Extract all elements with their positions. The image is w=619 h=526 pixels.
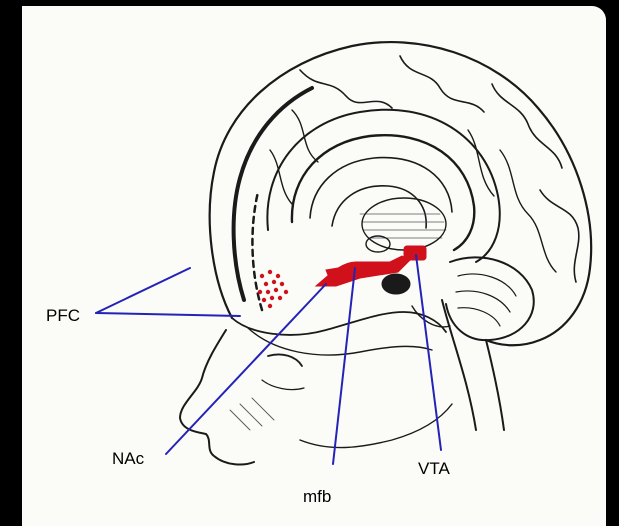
frontal-edge bbox=[234, 88, 312, 300]
mfb-pointer bbox=[333, 268, 355, 464]
nucleus-accumbens-dots bbox=[258, 270, 288, 308]
label-mfb: mfb bbox=[303, 487, 331, 506]
label-pfc: PFC bbox=[46, 306, 80, 325]
label-nac: NAc bbox=[112, 449, 145, 468]
brain-sketch bbox=[180, 42, 591, 464]
vta-pointer bbox=[416, 255, 441, 450]
pfc-pointer-upper bbox=[96, 268, 190, 313]
label-vta: VTA bbox=[418, 459, 450, 478]
nac-pointer bbox=[166, 284, 326, 454]
temporal-lobe bbox=[232, 312, 446, 335]
cerebellum bbox=[446, 257, 534, 340]
face-profile bbox=[180, 330, 254, 464]
medial-forebrain-bundle bbox=[316, 246, 426, 286]
pfc-pointer-lower bbox=[96, 313, 240, 316]
